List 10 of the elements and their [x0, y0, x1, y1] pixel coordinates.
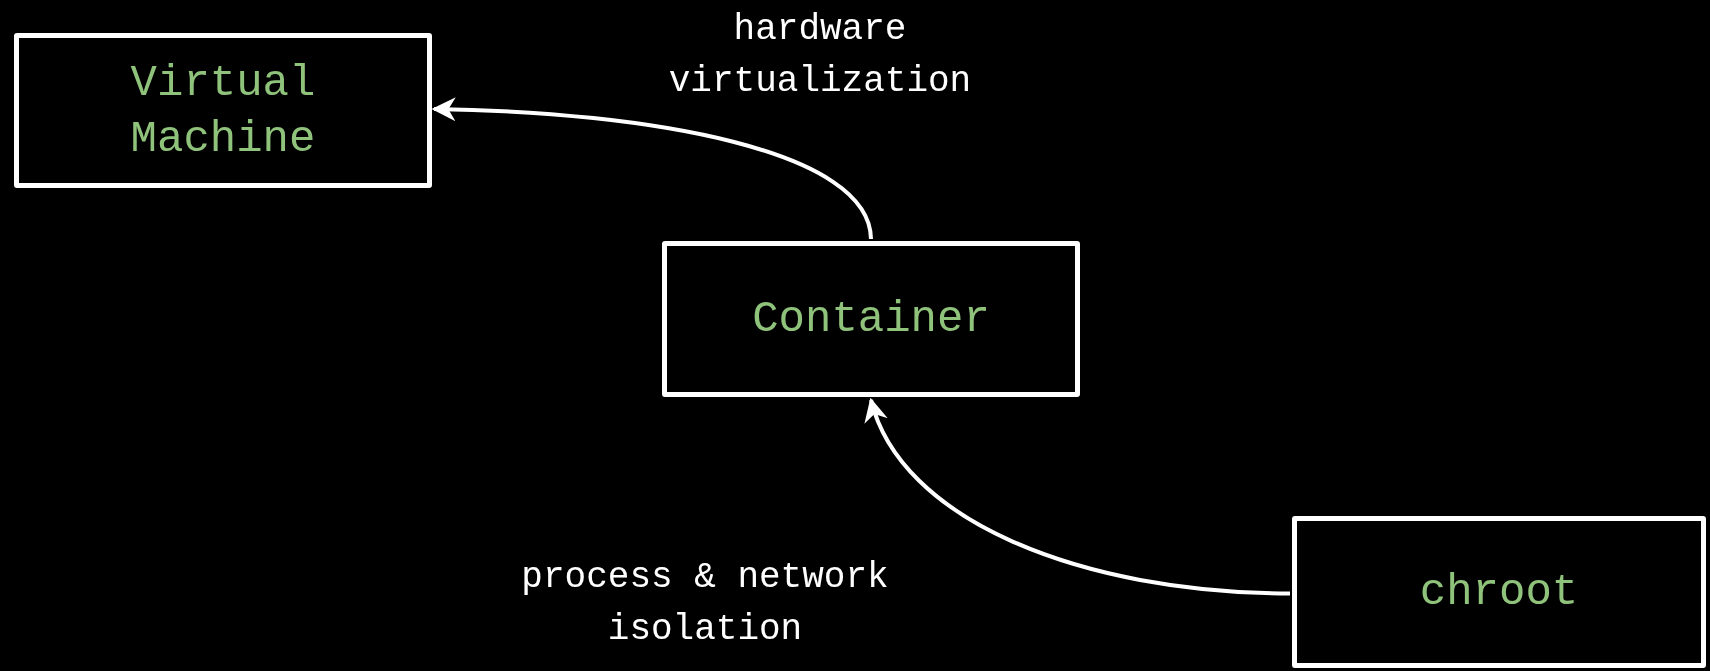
- node-box: [1292, 516, 1706, 668]
- node-label: Virtual Machine: [129, 56, 317, 166]
- edge-label: process & network isolation: [520, 556, 890, 652]
- node-label: chroot: [1418, 566, 1580, 619]
- node-label: Container: [751, 293, 991, 346]
- node-box: [662, 241, 1080, 397]
- edge-label: hardware virtualization: [667, 8, 973, 104]
- node-box: [14, 33, 432, 188]
- curved-arrow: [866, 397, 1291, 596]
- curved-arrow: [431, 97, 873, 240]
